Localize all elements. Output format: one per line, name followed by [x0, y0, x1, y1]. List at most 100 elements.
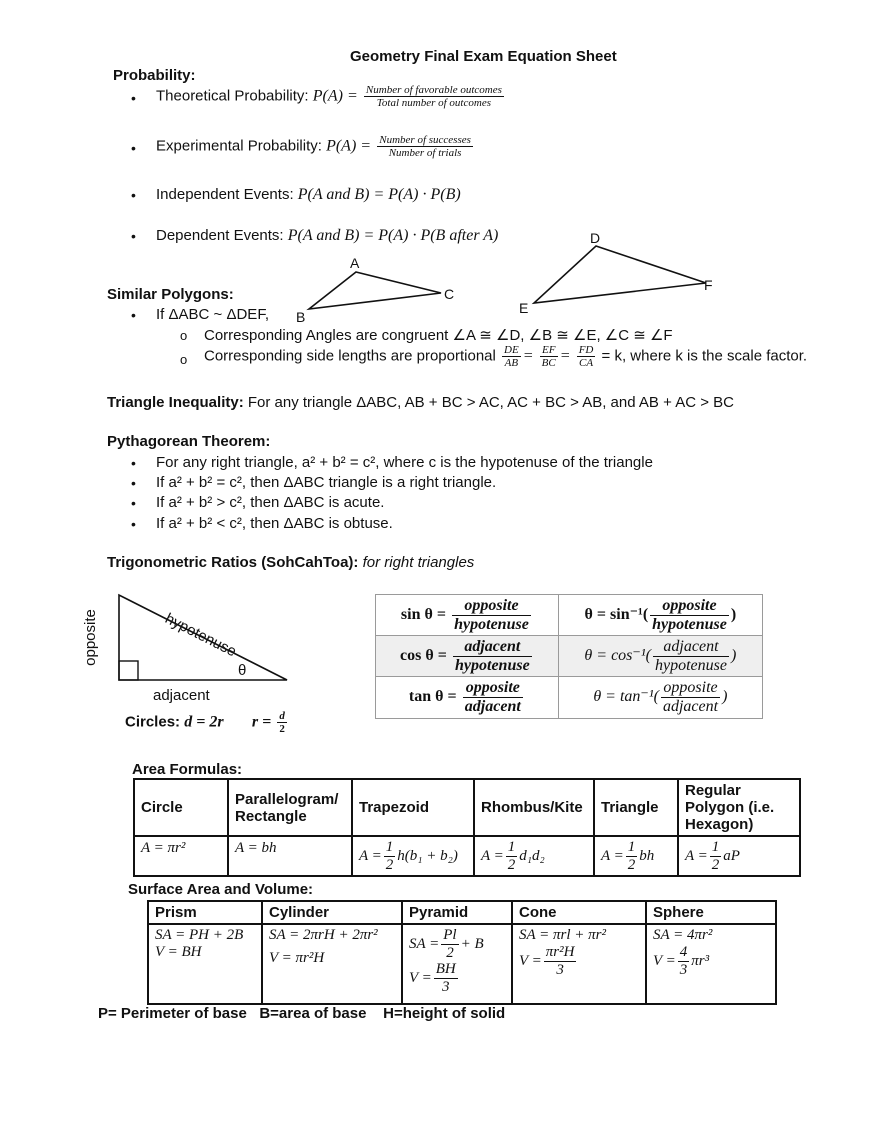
bullet-icon: •	[131, 140, 136, 156]
surface-header-pyramid: Pyramid	[401, 900, 513, 925]
vertex-label-d: D	[590, 230, 601, 246]
ratio-denominator: CA	[579, 357, 594, 370]
pythagorean-item-2: If a² + b² = c², then ΔABC triangle is a…	[156, 474, 497, 491]
independent-events: Independent Events: P(A and B) = P(A) · …	[156, 186, 461, 204]
theoretical-lhs: P(A) =	[312, 87, 358, 105]
area-header-trapezoid: Trapezoid	[351, 778, 475, 837]
bullet-icon: •	[131, 475, 136, 491]
dependent-events: Dependent Events: P(A and B) = P(A) · P(…	[156, 227, 498, 245]
ratio-numerator: DE	[502, 344, 521, 358]
tan-numerator: opposite	[462, 679, 523, 698]
vertex-label-b: B	[296, 309, 306, 325]
pythagorean-item-4: If a² + b² < c², then ΔABC is obtuse.	[156, 515, 393, 532]
area-circle-formula: A = πr²	[133, 835, 229, 877]
close-paren: )	[730, 606, 737, 624]
half-denominator: 2	[711, 856, 720, 873]
bullet-icon: •	[131, 495, 136, 511]
close-paren: )	[722, 688, 728, 706]
pyramid-sa-tail: + B	[460, 935, 484, 952]
area-formulas-table: Circle Parallelogram/ Rectangle Trapezoi…	[133, 778, 801, 877]
bullet-icon: •	[131, 187, 136, 203]
surface-header-row: Prism Cylinder Pyramid Cone Sphere	[147, 900, 777, 925]
ratio-denominator: AB	[504, 357, 519, 370]
right-triangle	[118, 593, 288, 681]
bullet-icon: •	[131, 516, 136, 532]
surface-volume-table: Prism Cylinder Pyramid Cone Sphere SA = …	[147, 900, 777, 1005]
area-heading: Area Formulas:	[132, 761, 243, 778]
similar-triangles-figure	[306, 245, 707, 311]
polygon-rhs: aP	[723, 847, 740, 864]
theoretical-denominator: Total number of outcomes	[376, 97, 491, 110]
sin-numerator: opposite	[452, 597, 531, 616]
independent-formula: P(A and B) = P(A) · P(B)	[297, 186, 461, 203]
footer-legend: P= Perimeter of base B=area of base H=he…	[98, 1005, 506, 1022]
circles-label: Circles:	[125, 713, 185, 731]
label-adjacent: adjacent	[153, 687, 210, 704]
sin-denominator: hypotenuse	[454, 615, 529, 633]
arcsin-denominator: hypotenuse	[652, 615, 727, 633]
prism-surface-area: SA = PH + 2B	[155, 927, 244, 943]
bullet-icon: •	[131, 228, 136, 244]
pythagorean-item-1: For any right triangle, a² + b² = c², wh…	[156, 454, 653, 471]
corresponding-sides: Corresponding side lengths are proportio…	[204, 344, 808, 370]
probability-heading: Probability:	[113, 67, 196, 84]
surface-header-prism: Prism	[147, 900, 263, 925]
label-opposite: opposite	[81, 609, 99, 666]
polygon-lhs: A =	[685, 847, 708, 864]
half-numerator: 1	[709, 839, 722, 857]
area-header-rhombus: Rhombus/Kite	[473, 778, 595, 837]
sphere-surface-area: SA = 4πr²	[653, 927, 713, 943]
arcsin-numerator: opposite	[650, 597, 729, 616]
triangle-rhs: bh	[639, 847, 655, 864]
similar-if-text: If ΔABC ~ ΔDEF,	[156, 306, 269, 323]
experimental-probability: Experimental Probability: P(A) = Number …	[156, 134, 475, 159]
area-header-parallelogram: Parallelogram/ Rectangle	[227, 778, 353, 837]
triangle-abc	[306, 271, 442, 311]
sides-text: Corresponding side lengths are proportio…	[204, 347, 496, 365]
close-paren: )	[730, 647, 737, 665]
experimental-denominator: Number of trials	[388, 147, 462, 160]
half-denominator: 2	[627, 856, 636, 873]
rhombus-rhs: d₁d₂	[519, 847, 545, 864]
arctan-label: θ = tan⁻¹(	[593, 688, 659, 706]
circle-area: A = πr²	[141, 840, 186, 856]
theoretical-probability: Theoretical Probability: P(A) = Number o…	[156, 84, 506, 109]
independent-label: Independent Events:	[156, 186, 298, 203]
triangle-def	[531, 245, 707, 305]
similar-polygons-heading: Similar Polygons:	[107, 286, 234, 303]
dependent-label: Dependent Events:	[156, 227, 288, 244]
sin-label: sin θ =	[400, 606, 446, 624]
theoretical-numerator: Number of favorable outcomes	[363, 84, 504, 98]
dependent-formula: P(A and B) = P(A) · P(B after A)	[287, 227, 499, 244]
diameter-formula: d = 2r	[184, 713, 224, 731]
arcsin-label: θ = sin⁻¹(	[584, 606, 649, 624]
cone-v-numerator: πr²H	[543, 944, 577, 962]
pyramid-v-lhs: V =	[409, 969, 432, 986]
cylinder-surface-area: SA = 2πrH + 2πr²	[269, 927, 378, 943]
sphere-v-numerator: 4	[677, 944, 690, 962]
arccos-label: θ = cos⁻¹(	[584, 647, 651, 665]
sphere-v-lhs: V =	[653, 952, 676, 969]
trig-heading: Trigonometric Ratios (SohCahToa): for ri…	[107, 554, 474, 571]
bullet-icon: •	[131, 455, 136, 471]
area-header-circle: Circle	[133, 778, 229, 837]
